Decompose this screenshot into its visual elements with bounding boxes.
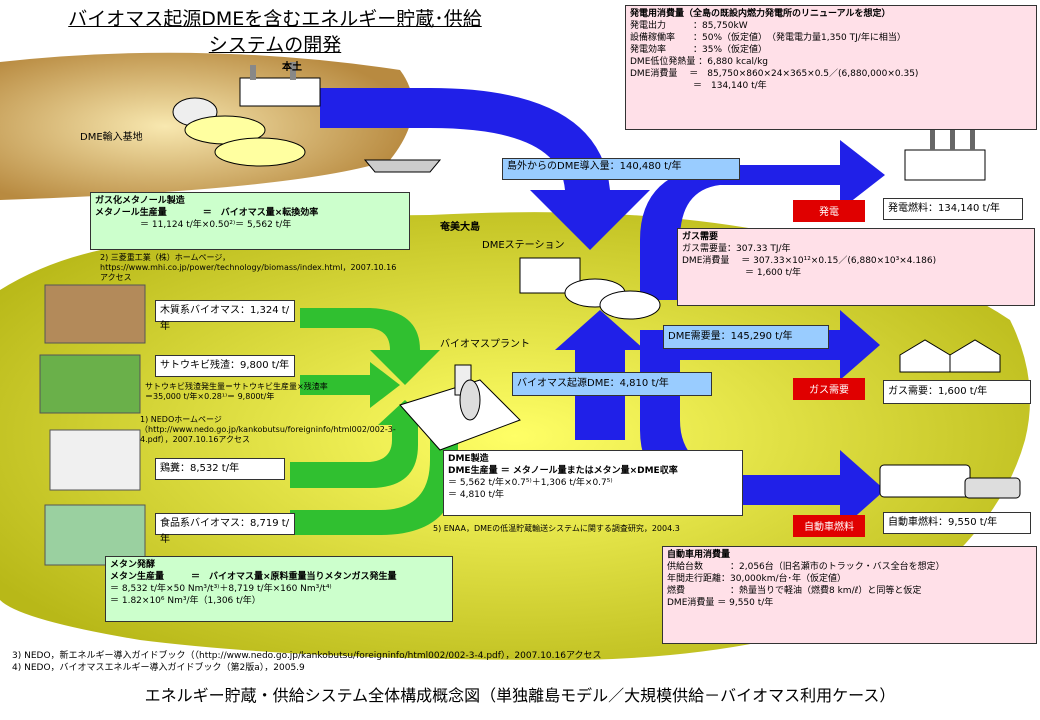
- gas-output-box: ガス需要：1,600 t/年: [883, 380, 1031, 404]
- power-box-row: DME消費量 ＝ 85,750×860×24×365×0.5／(6,880,00…: [630, 69, 919, 79]
- dme-reference: 5) ENAA，DMEの低温貯蔵輸送システムに関する調査研究，2004.3: [433, 524, 680, 533]
- power-box-row: 設備稼働率 ：50%（仮定値） （発電電力量1,350 TJ/年に相当）: [630, 33, 906, 43]
- biomass-plant-label: バイオマスプラント: [440, 339, 530, 350]
- page-title: バイオマス起源DMEを含むエネルギー貯蔵･供給 システムの開発: [40, 6, 510, 58]
- bagasse-box: サトウキビ残渣：9,800 t/年: [155, 355, 295, 377]
- dme-station-label: DMEステーション: [482, 240, 565, 251]
- mainland-factory: [239, 77, 321, 107]
- food-biomass-box: 食品系バイオマス：8,719 t/年: [155, 513, 295, 545]
- vehicle-box-row: DME消費量 ＝ 9,550 t/年: [667, 598, 774, 608]
- methane-box-row: メタン生産量 ＝ バイオマス量×原料重量当りメタンガス発生量: [110, 572, 397, 582]
- wood-photo: [44, 284, 146, 344]
- food-green-arrow: [290, 395, 475, 535]
- vehicle-consumption-box: 自動車用消費量 供給台数 ：2,056台（旧名瀬市のトラック・バス全台を想定） …: [662, 546, 1037, 644]
- methanol-box-row: メタノール生産量 ＝ バイオマス量×転換効率: [95, 208, 319, 218]
- reference-item: 4) NEDO，バイオマスエネルギー導入ガイドブック（第2版a），2005.9: [12, 663, 305, 673]
- vehicle-output-box: 自動車燃料：9,550 t/年: [883, 512, 1031, 534]
- power-box-row: DME低位発熱量 ：6,880 kcal/kg: [630, 57, 769, 67]
- bagasse-calc-row: ＝35,000 t/年×0.28¹⁾＝ 9,800t/年: [145, 392, 275, 401]
- sugarcane-photo: [39, 354, 141, 414]
- power-box-row: 発電出力 ：85,750kW: [630, 21, 748, 31]
- dme-box-heading: DME製造: [448, 454, 489, 464]
- biomass-dme-flow-label: バイオマス起源DME：4,810 t/年: [512, 372, 712, 396]
- methanol-box: ガス化メタノール製造 メタノール生産量 ＝ バイオマス量×転換効率 ＝ 11,1…: [90, 192, 410, 250]
- gas-box-row: ＝ 1,600 t/年: [682, 268, 802, 278]
- manure-green-arrow: [290, 400, 432, 488]
- import-arrow: [320, 88, 650, 250]
- vehicle-box-row: 供給台数 ：2,056台（旧名瀬市のトラック・バス全台を想定）: [667, 562, 945, 572]
- vehicle-box-row: 燃費 ：熱量当りで軽油（燃費8 km/ℓ）と同等と仮定: [667, 586, 922, 596]
- methanol-box-row: ＝ 11,124 t/年×0.50²⁾＝ 5,562 t/年: [95, 220, 292, 230]
- figure-caption: エネルギー貯蔵・供給システム全体構成概念図（単独離島モデル／大規模供給－バイオマ…: [144, 686, 896, 705]
- demand-flow-label: DME需要量：145,290 t/年: [663, 325, 829, 349]
- power-plant: [904, 149, 986, 181]
- dme-production-box: DME製造 DME生産量 ＝ メタノール量またはメタン量×DME収率 ＝ 5,5…: [443, 450, 743, 516]
- methane-box-row: ＝ 8,532 t/年×50 Nm³/t³⁾＋8,719 t/年×160 Nm³…: [110, 584, 332, 594]
- power-box-heading: 発電用消費量（全島の既設内燃力発電所のリニューアルを想定）: [630, 9, 891, 19]
- gas-tag: ガス需要: [793, 378, 865, 400]
- power-branch-arrow: [640, 140, 885, 300]
- methanol-reference: 2) 三菱重工業（株）ホームページ，https://www.mhi.co.jp/…: [100, 253, 397, 282]
- vehicle-box-row: 年間走行距離：30,000km/台･年（仮定値）: [667, 574, 847, 584]
- bagasse-calc: サトウキビ残渣発生量＝サトウキビ生産量×残渣率 ＝35,000 t/年×0.28…: [145, 382, 385, 402]
- biomass-plant: [399, 379, 521, 451]
- bagasse-calc-row: サトウキビ残渣発生量＝サトウキビ生産量×残渣率: [145, 382, 328, 391]
- import-base-label: DME輸入基地: [80, 132, 143, 143]
- wood-biomass-box: 木質系バイオマス：1,324 t/年: [155, 300, 295, 332]
- power-tag: 発電: [793, 200, 865, 222]
- manure-box: 鶏糞：8,532 t/年: [155, 458, 285, 480]
- houses: [899, 339, 1001, 373]
- vehicle-box-heading: 自動車用消費量: [667, 550, 731, 560]
- power-consumption-box: 発電用消費量（全島の既設内燃力発電所のリニューアルを想定） 発電出力 ：85,7…: [625, 5, 1037, 130]
- references: 3) NEDO，新エネルギー導入ガイドブック（（http://www.nedo.…: [12, 650, 712, 674]
- title-line-2: システムの開発: [208, 34, 342, 56]
- bagasse-green-arrow: [300, 362, 400, 408]
- chicken-photo: [49, 429, 141, 491]
- wood-green-arrow: [300, 308, 440, 385]
- import-flow-label: 島外からのDME導入量：140,480 t/年: [502, 158, 740, 180]
- garbage-truck-photo: [44, 504, 146, 566]
- methane-box: メタン発酵 メタン生産量 ＝ バイオマス量×原料重量当りメタンガス発生量 ＝ 8…: [105, 556, 453, 622]
- dme-box-row: DME生産量 ＝ メタノール量またはメタン量×DME収率: [448, 466, 678, 476]
- bagasse-reference: 1) NEDOホームページ（http://www.nedo.go.jp/kank…: [140, 415, 396, 444]
- power-box-row: 発電効率 ：35%（仮定値）: [630, 45, 768, 55]
- dme-box-row: ＝ 4,810 t/年: [448, 490, 505, 500]
- gas-demand-box: ガス需要 ガス需要量：307.33 TJ/年 DME消費量 ＝ 307.33×1…: [677, 228, 1035, 306]
- power-box-row: ＝ 134,140 t/年: [630, 81, 767, 91]
- dme-box-row: ＝ 5,562 t/年×0.7⁵⁾＋1,306 t/年×0.7⁵⁾: [448, 478, 613, 488]
- title-line-1: バイオマス起源DMEを含むエネルギー貯蔵･供給: [68, 8, 482, 30]
- mainland-label: 本土: [282, 62, 302, 73]
- gas-box-row: ガス需要量：307.33 TJ/年: [682, 244, 791, 254]
- methane-box-row: ＝ 1.82×10⁶ Nm³/年（1,306 t/年）: [110, 596, 261, 606]
- methane-box-heading: メタン発酵: [110, 560, 156, 570]
- methanol-box-heading: ガス化メタノール製造: [95, 196, 185, 206]
- reference-item: 3) NEDO，新エネルギー導入ガイドブック（（http://www.nedo.…: [12, 651, 602, 661]
- gas-box-row: DME消費量 ＝ 307.33×10¹²×0.15／(6,880×10³×4.1…: [682, 256, 937, 266]
- island-label: 奄美大島: [440, 222, 480, 233]
- tanker-ship: [363, 159, 442, 173]
- vehicle-tag: 自動車燃料: [793, 515, 865, 537]
- gas-box-heading: ガス需要: [682, 232, 719, 242]
- power-output-box: 発電燃料：134,140 t/年: [883, 198, 1023, 220]
- bus: [879, 464, 971, 498]
